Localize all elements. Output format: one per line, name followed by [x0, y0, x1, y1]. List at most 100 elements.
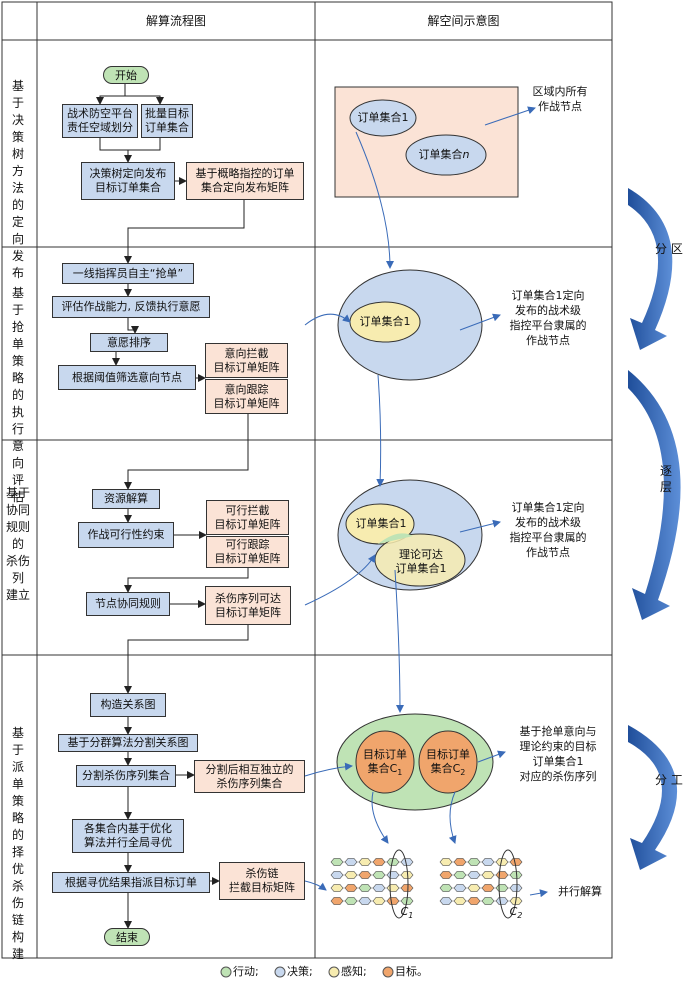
- curved-arrow-layer: [628, 370, 681, 620]
- killseq-set-label: 订单集合1: [355, 517, 407, 530]
- kill-chain-graphic: [330, 849, 523, 919]
- intent-set-label: 订单集合1: [359, 315, 411, 328]
- target-c1-ellipse: [355, 730, 415, 794]
- curved-arrow-division: [628, 725, 678, 870]
- chain-selection-ellipse: [498, 849, 518, 919]
- chain-c1-label: C1: [400, 905, 414, 921]
- chain-node: [509, 858, 523, 866]
- chain-node: [344, 871, 358, 879]
- chain-node: [386, 858, 400, 866]
- intent-track-matrix: 意向跟踪 目标订单矩阵: [205, 379, 288, 414]
- chain-node: [330, 858, 344, 866]
- chain-node: [453, 884, 467, 892]
- chain-node: [453, 871, 467, 879]
- note-kill-sequences: 基于抢单意向与 理论约束的目标 订单集合1 对应的杀伤序列: [519, 725, 597, 783]
- table-frame: [1, 1, 613, 959]
- curved-arrow-partition: [628, 188, 673, 350]
- note-all-nodes: 区域内所有 作战节点: [532, 85, 588, 113]
- legend-dot-perception: [328, 966, 340, 978]
- target-c2-ellipse: [418, 730, 478, 794]
- decision-tree-box: 决策树定向发布 目标订单集合: [81, 162, 175, 200]
- resource-solve-box: 资源解算: [92, 489, 160, 509]
- chain-node: [467, 858, 481, 866]
- chain-node: [330, 871, 344, 879]
- chain-node: [439, 884, 453, 892]
- order-set-n-ellipse: [405, 134, 487, 176]
- chain-node: [344, 884, 358, 892]
- chain-selection-ellipse: [389, 849, 409, 919]
- chain-node: [358, 897, 372, 905]
- batch-orders-box: 批量目标 订单集合: [141, 104, 193, 138]
- phase-label-4: 基于 派单 策略 的 择优 杀伤 链 构建: [11, 726, 24, 961]
- chain-node: [344, 897, 358, 905]
- chain-node: [467, 897, 481, 905]
- order-set-1-label: 订单集合1: [357, 111, 409, 124]
- legend-dot-action: [220, 966, 232, 978]
- target-c2-label: 目标订单 集合C2: [426, 748, 470, 778]
- chain-node: [495, 884, 509, 892]
- side-label-layer: 逐 层: [660, 464, 673, 494]
- chain-node: [372, 858, 386, 866]
- chain-node: [481, 871, 495, 879]
- legend-action: 行动;: [233, 965, 259, 978]
- side-label-partition: 分 区: [655, 242, 683, 256]
- feasible-intercept-matrix: 可行拦截 目标订单矩阵: [206, 500, 289, 535]
- chain-node: [481, 858, 495, 866]
- side-label-division: 分 工: [655, 773, 683, 787]
- note-killseq-nodes: 订单集合1定向 发布的战术级 指控平台隶属的 作战节点: [509, 501, 587, 559]
- killseq-reach-matrix: 杀伤序列可达 目标订单矩阵: [205, 586, 291, 625]
- chain-node: [400, 884, 414, 892]
- phase-label-1: 基于 决策 树方法 的 定向 发布: [11, 79, 24, 280]
- chain-node: [509, 884, 523, 892]
- end-node: 结束: [104, 928, 150, 946]
- space-header: 解空间示意图: [427, 14, 500, 28]
- chain-node: [330, 897, 344, 905]
- chain-node: [358, 884, 372, 892]
- phase-label-3: 基于 协同 规则 的 杀伤列 建立: [5, 486, 30, 602]
- feasibility-constraint-box: 作战可行性约束: [78, 522, 174, 548]
- chain-node: [439, 871, 453, 879]
- chain-node: [372, 897, 386, 905]
- chain-node: [400, 858, 414, 866]
- chain-node: [344, 858, 358, 866]
- order-set-n-label: 订单集合n: [418, 148, 470, 161]
- chain-node: [330, 884, 344, 892]
- start-node: 开始: [103, 66, 149, 84]
- evaluate-capability-box: 评估作战能力, 反馈执行意愿: [52, 296, 210, 318]
- chain-node: [453, 858, 467, 866]
- note-intent-nodes: 订单集合1定向 发布的战术级 指控平台隶属的 作战节点: [509, 289, 587, 347]
- willingness-sort-box: 意愿排序: [90, 333, 168, 352]
- killchain-matrix-box: 杀伤链 拦截目标矩阵: [219, 862, 305, 900]
- grab-order-box: 一线指挥员自主“抢单”: [62, 263, 194, 284]
- chain-node: [358, 871, 372, 879]
- chain-c2-label: C2: [509, 905, 523, 921]
- legend-target: 目标。: [395, 965, 428, 978]
- order-set-1-ellipse: [349, 99, 417, 137]
- legend-dot-target: [382, 966, 394, 978]
- flow-header: 解算流程图: [145, 14, 206, 28]
- assign-orders-box: 根据寻优结果指派目标订单: [52, 872, 210, 893]
- chain-node: [467, 884, 481, 892]
- chain-node: [453, 897, 467, 905]
- intent-intercept-matrix: 意向拦截 目标订单矩阵: [205, 343, 288, 378]
- chain-node: [509, 871, 523, 879]
- chain-node: [495, 871, 509, 879]
- parallel-optimize-box: 各集合内基于优化 算法并行全局寻优: [72, 819, 184, 853]
- publish-matrix-box: 基于概略指控的订单 集合定向发布矩阵: [186, 162, 304, 200]
- legend-dot-decision: [274, 966, 286, 978]
- build-graph-box: 构造关系图: [90, 693, 166, 717]
- legend-decision: 决策;: [287, 965, 313, 978]
- legend-perception: 感知;: [341, 965, 367, 978]
- chain-node: [439, 897, 453, 905]
- chain-node: [481, 897, 495, 905]
- node-coordination-box: 节点协同规则: [86, 592, 170, 616]
- phase-label-2: 基于 抢单 策略 的 执行 意向 评估: [11, 286, 24, 504]
- airspace-division-box: 战术防空平台 责任空域划分: [62, 104, 138, 138]
- chain-node: [481, 884, 495, 892]
- reachable-set-label: 理论可达 订单集合1: [395, 548, 447, 575]
- feasible-track-matrix: 可行跟踪 目标订单矩阵: [206, 536, 289, 568]
- chain-node: [372, 871, 386, 879]
- chain-node: [358, 858, 372, 866]
- parallel-solve-label: 并行解算: [558, 885, 602, 898]
